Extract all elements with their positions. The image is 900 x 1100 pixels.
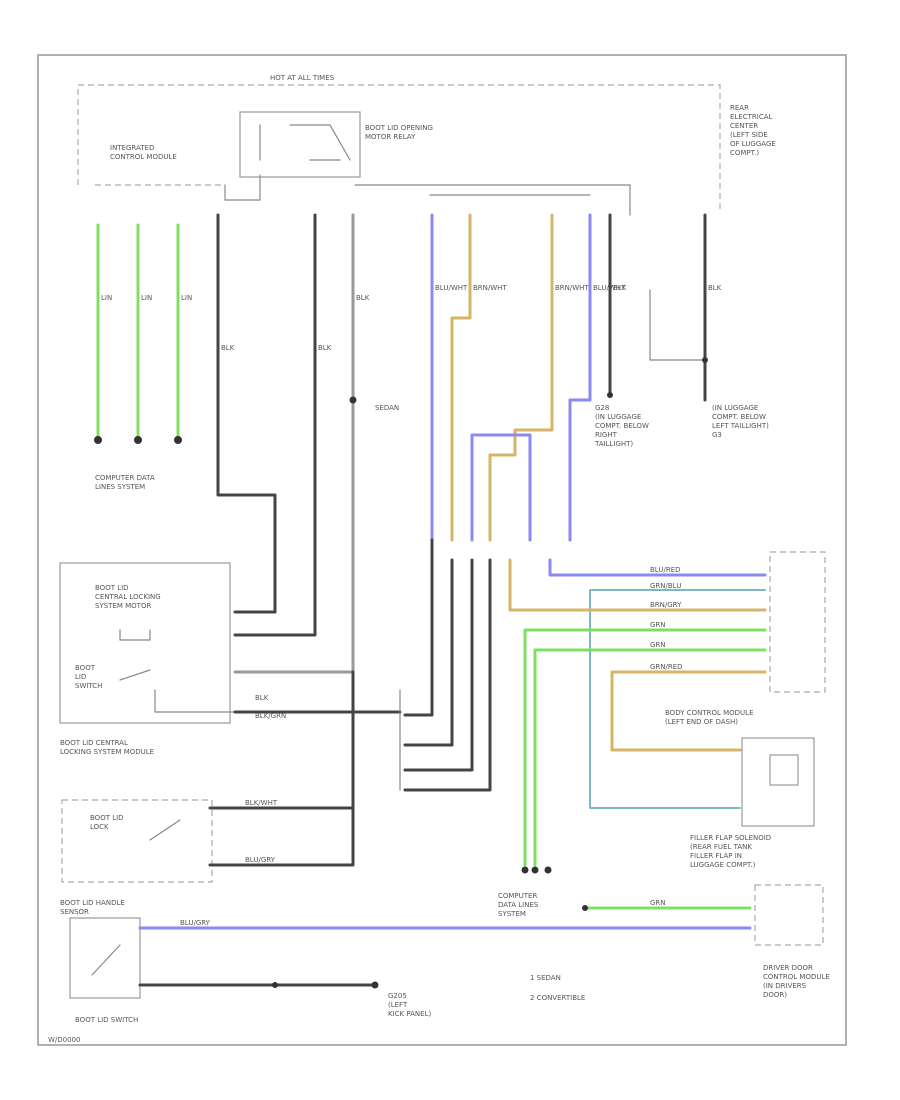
dd-module-box — [754, 884, 824, 946]
diagram-code: W/D0000 — [48, 1036, 80, 1044]
svg-text:BLU/WHT: BLU/WHT — [435, 284, 468, 292]
svg-text:BRN/WHT: BRN/WHT — [473, 284, 507, 292]
svg-text:LIN: LIN — [181, 294, 192, 302]
wire-tan-2 — [488, 213, 554, 542]
svg-text:GRN: GRN — [650, 641, 666, 649]
lock-box — [61, 799, 213, 883]
lock-module-box — [59, 562, 231, 724]
svg-text:BLK: BLK — [318, 344, 332, 352]
svg-text:GRN/RED: GRN/RED — [650, 663, 683, 671]
wire-bcm-tan — [508, 558, 767, 612]
svg-text:BLK: BLK — [255, 694, 269, 702]
svg-text:LIN: LIN — [141, 294, 152, 302]
svg-text:BLU/GRY: BLU/GRY — [245, 856, 276, 864]
svg-text:BLK: BLK — [708, 284, 722, 292]
svg-text:BRN/WHT: BRN/WHT — [555, 284, 589, 292]
sedan-mark-label: SEDAN — [375, 404, 399, 412]
svg-text:BLK: BLK — [613, 284, 627, 292]
legend-2: 2 CONVERTIBLE — [530, 994, 585, 1002]
wire-lock-1 — [208, 670, 355, 810]
svg-text:BLU/RED: BLU/RED — [650, 566, 681, 574]
svg-text:GRN/BLU: GRN/BLU — [650, 582, 681, 590]
svg-text:BLK: BLK — [221, 344, 235, 352]
wire-dark-icm — [216, 213, 277, 614]
svg-text:GRN: GRN — [650, 621, 666, 629]
wire-bcm-grn1 — [523, 628, 767, 867]
svg-text:GRN: GRN — [650, 899, 666, 907]
relay-box — [239, 111, 361, 178]
svg-text:BLK/GRN: BLK/GRN — [255, 712, 286, 720]
svg-text:BLK/WHT: BLK/WHT — [245, 799, 278, 807]
wire-blue-2 — [568, 213, 592, 542]
wire-tan-1 — [450, 213, 472, 542]
bcm-label: BODY CONTROL MODULE(LEFT END OF DASH) — [665, 709, 754, 726]
svg-text:BLK: BLK — [356, 294, 370, 302]
filler-box — [741, 737, 815, 827]
svg-text:LIN: LIN — [101, 294, 112, 302]
wire-blue-3 — [470, 433, 532, 542]
bcm-box — [769, 551, 826, 693]
svg-text:BLU/GRY: BLU/GRY — [180, 919, 211, 927]
wire-gray-sedan — [233, 213, 355, 674]
wire-dark-relay — [233, 213, 317, 637]
diagram-frame — [37, 54, 847, 1046]
wire-bcm-teal — [589, 589, 766, 809]
handle-box — [69, 917, 141, 999]
wire-bcm-blue — [548, 558, 767, 577]
power-bus — [77, 84, 721, 210]
power-label: HOT AT ALL TIMES — [270, 74, 335, 82]
wire-bcm-tan2 — [610, 670, 767, 752]
wire-lock-2 — [208, 806, 355, 867]
lid-switch-bottom-label: BOOT LID SWITCH — [75, 1016, 138, 1024]
legend-1: 1 SEDAN — [530, 974, 561, 982]
wire-bcm-grn2 — [533, 648, 767, 867]
svg-text:BRN/GRY: BRN/GRY — [650, 601, 682, 609]
